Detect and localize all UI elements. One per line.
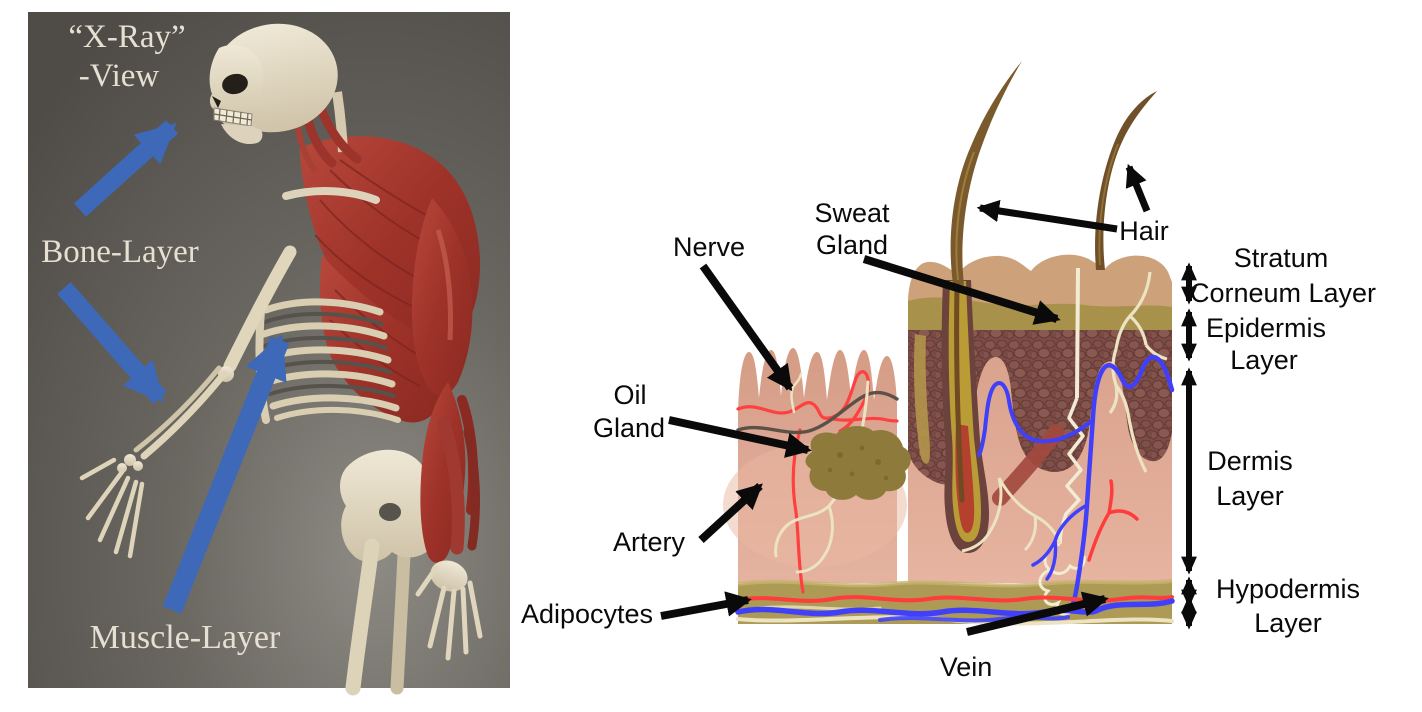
vein-arrow [966, 591, 1109, 636]
skeletal-arm [79, 245, 297, 559]
eye-socket [222, 73, 248, 95]
artery-right [1087, 479, 1139, 562]
muscle-layer-arrow [162, 333, 290, 614]
hair-shaft-left [950, 61, 1022, 285]
sweat-gland-label-line2: Gland [816, 230, 888, 260]
adipocytes-arrow [660, 591, 752, 620]
stratum-corneum-label-line1: Stratum [1234, 243, 1329, 273]
muscle-layer-label: Muscle-Layer [90, 619, 281, 656]
anatomy-photo-panel: “X-Ray” -View Bone-Layer Muscle-Layer [28, 12, 510, 696]
bone-layer-label: Bone-Layer [41, 234, 199, 270]
dermis-label-line2: Layer [1216, 481, 1284, 511]
hair-arrow-right [1125, 163, 1151, 213]
thigh-muscle-1 [437, 417, 465, 555]
xray-view-arrow [73, 120, 179, 217]
anatomy-model-art [79, 23, 483, 696]
femur-near [345, 538, 380, 696]
thigh-muscle-2 [463, 427, 480, 551]
xray-view-label-line2: -View [79, 58, 160, 94]
clavicle-bone [282, 187, 380, 204]
oil-gland-arrow [668, 416, 812, 458]
artery-arrow [698, 483, 763, 543]
nerve-label: Nerve [673, 232, 745, 262]
hair-arrow-left [976, 199, 1118, 233]
dermis-label-line1: Dermis [1207, 446, 1293, 476]
hypodermis-label-line1: Hypodermis [1216, 574, 1360, 604]
oil-gland-label-line2: Gland [593, 413, 665, 443]
nerve-dark [736, 390, 899, 435]
artery-label: Artery [613, 527, 686, 557]
hypodermis-top-edge [737, 579, 1173, 588]
cut-follicle-strip [914, 334, 930, 464]
hair-root [954, 281, 965, 503]
nasal-opening [212, 96, 221, 108]
oil-gland-label-line1: Oil [614, 380, 647, 410]
hand-bones-right [415, 560, 483, 661]
oil-gland-texture [827, 445, 889, 481]
adipocytes-label: Adipocytes [521, 599, 653, 629]
stratum-corneum-label-line2: Corneum Layer [1190, 278, 1376, 308]
arm-muscle-highlight [435, 229, 453, 341]
upper-arm-muscle [411, 198, 473, 395]
pelvis-opening [379, 503, 401, 521]
teeth-lines [213, 108, 253, 126]
veins [977, 354, 1175, 611]
epidermis-label-line1: Epidermis [1206, 313, 1326, 343]
left-block-vessels [736, 370, 899, 594]
sweat-gland-arrow [862, 255, 1061, 325]
mandible [221, 124, 263, 145]
epidermis-label-line2: Layer [1230, 345, 1298, 375]
nerve-arrow [699, 263, 794, 392]
femur-far [390, 547, 411, 695]
bone-layer-arrow [57, 282, 167, 404]
oil-gland [805, 425, 911, 500]
skull [209, 23, 338, 145]
photo-arrows [57, 120, 290, 614]
hair-label: Hair [1119, 216, 1169, 246]
artery-horizontal [736, 595, 1174, 603]
hypodermis-label-line2: Layer [1254, 608, 1322, 638]
hair-follicle [941, 280, 989, 553]
central-nerve-web [961, 271, 1168, 553]
skin-diagram: Nerve Sweat Gland Hair Oil Gland Artery … [521, 61, 1376, 682]
vein-label: Vein [940, 652, 993, 682]
hairs [950, 61, 1157, 285]
annotation-arrows [660, 163, 1151, 636]
sweat-gland-label-line1: Sweat [814, 198, 890, 228]
xray-view-label-line1: “X-Ray” [68, 19, 185, 55]
